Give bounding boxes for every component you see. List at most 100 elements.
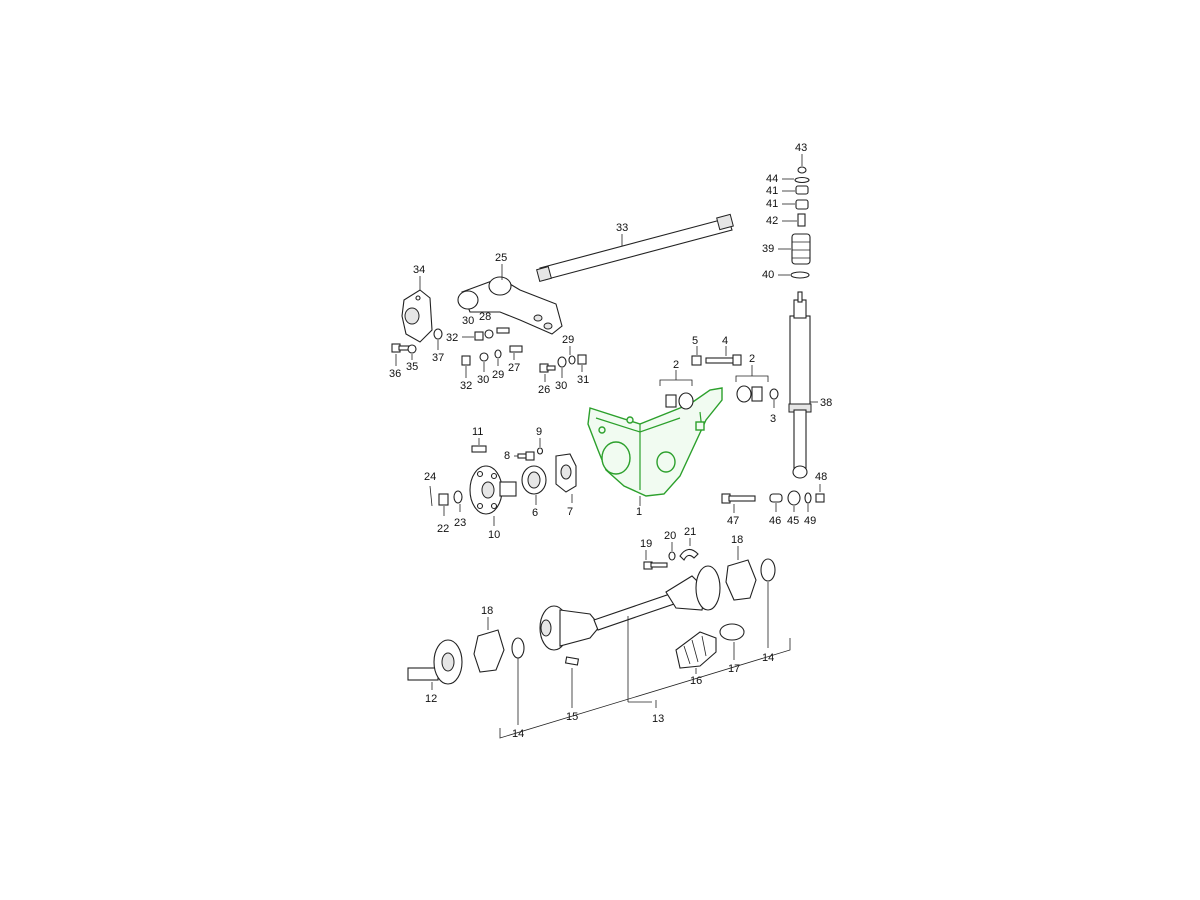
callout-5: 5 bbox=[692, 335, 698, 347]
callout-9: 9 bbox=[536, 426, 542, 438]
callout-41b: 41 bbox=[766, 198, 778, 210]
callout-8: 8 bbox=[504, 450, 510, 462]
screw-8[interactable] bbox=[517, 451, 535, 461]
washer-29a[interactable] bbox=[494, 349, 502, 359]
nut-31[interactable] bbox=[577, 354, 587, 365]
washer-35[interactable] bbox=[407, 344, 417, 354]
hub-flange-part[interactable] bbox=[469, 465, 517, 515]
washer-49[interactable] bbox=[804, 492, 812, 504]
nut-32a[interactable] bbox=[474, 331, 484, 341]
callout-2a: 2 bbox=[673, 359, 679, 371]
callout-17: 17 bbox=[728, 663, 740, 675]
bushing-41b[interactable] bbox=[795, 199, 809, 210]
callout-37: 37 bbox=[432, 352, 444, 364]
bolt-19[interactable] bbox=[643, 561, 668, 570]
callout-14a: 14 bbox=[512, 728, 524, 740]
bolt-4[interactable] bbox=[705, 354, 742, 366]
callout-38: 38 bbox=[820, 397, 832, 409]
callout-16: 16 bbox=[690, 675, 702, 687]
washer-43[interactable] bbox=[797, 166, 807, 174]
callout-30b: 30 bbox=[477, 374, 489, 386]
gasket-18a[interactable] bbox=[473, 629, 505, 673]
nut-48[interactable] bbox=[815, 493, 825, 503]
bushing-45[interactable] bbox=[787, 490, 801, 506]
callout-25: 25 bbox=[495, 252, 507, 264]
spring-plate-part[interactable] bbox=[457, 276, 563, 335]
nut-37[interactable] bbox=[433, 328, 443, 340]
callout-6: 6 bbox=[532, 507, 538, 519]
callout-24: 24 bbox=[424, 471, 436, 483]
nut-5[interactable] bbox=[691, 355, 702, 366]
washer-29b[interactable] bbox=[568, 355, 576, 365]
bolt-36[interactable] bbox=[391, 343, 410, 353]
bushing-2b[interactable] bbox=[736, 385, 779, 403]
callout-7: 7 bbox=[567, 506, 573, 518]
pin-15[interactable] bbox=[564, 656, 580, 666]
stud-11[interactable] bbox=[471, 445, 487, 453]
trailing-arm-part[interactable] bbox=[587, 387, 723, 497]
callout-10: 10 bbox=[488, 529, 500, 541]
torsion-bar-part[interactable] bbox=[536, 213, 734, 282]
drive-shaft-part[interactable] bbox=[539, 565, 721, 651]
circlip-14b[interactable] bbox=[760, 558, 776, 582]
stub-axle-part[interactable] bbox=[407, 639, 463, 685]
callout-13: 13 bbox=[652, 713, 664, 725]
callout-40: 40 bbox=[762, 269, 774, 281]
pin-24[interactable] bbox=[429, 485, 433, 507]
callout-14b: 14 bbox=[762, 652, 774, 664]
bracket-part[interactable] bbox=[401, 289, 433, 343]
nut-32b[interactable] bbox=[461, 355, 471, 366]
callout-47: 47 bbox=[727, 515, 739, 527]
callout-29b: 29 bbox=[562, 334, 574, 346]
washer-30c[interactable] bbox=[557, 356, 567, 368]
washer-23[interactable] bbox=[453, 490, 463, 504]
washer-30b[interactable] bbox=[479, 352, 489, 362]
callout-1: 1 bbox=[636, 506, 642, 518]
clamp-17[interactable] bbox=[719, 623, 745, 641]
callout-29a: 29 bbox=[492, 369, 504, 381]
callout-31: 31 bbox=[577, 374, 589, 386]
callout-20: 20 bbox=[664, 530, 676, 542]
cover-7[interactable] bbox=[555, 453, 577, 493]
bump-stop-39[interactable] bbox=[791, 233, 811, 265]
bolt-28[interactable] bbox=[496, 327, 510, 334]
callout-26: 26 bbox=[538, 384, 550, 396]
gasket-18b[interactable] bbox=[725, 559, 757, 601]
callout-32b: 32 bbox=[460, 380, 472, 392]
callout-42: 42 bbox=[766, 215, 778, 227]
bushing-2a[interactable] bbox=[665, 392, 694, 410]
washer-30a[interactable] bbox=[484, 329, 494, 339]
callout-4: 4 bbox=[722, 335, 728, 347]
bushing-41a[interactable] bbox=[795, 185, 809, 195]
washer-44[interactable] bbox=[794, 176, 810, 184]
plate-21[interactable] bbox=[679, 548, 699, 561]
callout-32a: 32 bbox=[446, 332, 458, 344]
shock-absorber-part[interactable] bbox=[788, 291, 812, 479]
bolt-47[interactable] bbox=[721, 493, 756, 504]
callout-2b: 2 bbox=[749, 353, 755, 365]
callout-28: 28 bbox=[479, 311, 491, 323]
nut-22[interactable] bbox=[438, 493, 449, 506]
callout-34: 34 bbox=[413, 264, 425, 276]
sleeve-42[interactable] bbox=[797, 213, 806, 227]
callout-22: 22 bbox=[437, 523, 449, 535]
sleeve-46[interactable] bbox=[769, 493, 783, 503]
bolt-27[interactable] bbox=[509, 345, 523, 353]
circlip-14a[interactable] bbox=[511, 637, 525, 659]
washer-20[interactable] bbox=[668, 551, 676, 561]
bearing-6[interactable] bbox=[521, 465, 547, 495]
washer-9[interactable] bbox=[536, 447, 544, 455]
callout-3: 3 bbox=[770, 413, 776, 425]
callout-39: 39 bbox=[762, 243, 774, 255]
callout-49: 49 bbox=[804, 515, 816, 527]
boot-16[interactable] bbox=[675, 631, 717, 669]
callout-18a: 18 bbox=[481, 605, 493, 617]
callout-30c: 30 bbox=[555, 380, 567, 392]
callout-46: 46 bbox=[769, 515, 781, 527]
callout-45: 45 bbox=[787, 515, 799, 527]
washer-40[interactable] bbox=[790, 271, 810, 279]
callout-33: 33 bbox=[616, 222, 628, 234]
callout-23: 23 bbox=[454, 517, 466, 529]
bolt-26[interactable] bbox=[539, 363, 556, 373]
